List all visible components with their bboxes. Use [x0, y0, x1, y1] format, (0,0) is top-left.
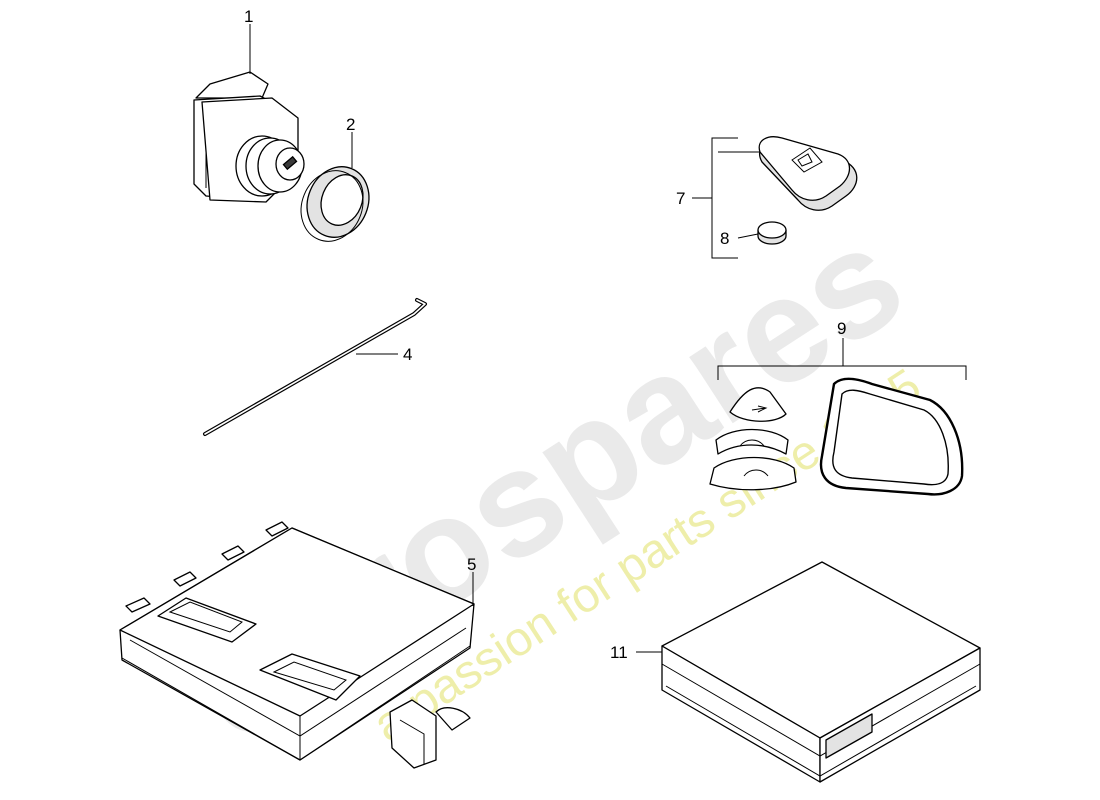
callout-11: 11	[610, 643, 628, 662]
part-1-lock-housing[interactable]	[193, 71, 305, 203]
part-9-button-set[interactable]	[709, 377, 964, 496]
leader-lines	[249, 24, 967, 653]
part-2-seal-ring[interactable]	[291, 157, 380, 250]
callout-7: 7	[676, 189, 685, 208]
part-8-battery[interactable]	[757, 221, 787, 245]
callout-5: 5	[467, 555, 476, 574]
callout-8: 8	[720, 229, 729, 248]
part-4-rod[interactable]	[203, 298, 427, 436]
callout-9: 9	[837, 319, 846, 338]
callout-1: 1	[244, 7, 253, 26]
callout-2: 2	[346, 115, 355, 134]
callout-numbers: 1 2 4 5 7 8 9 11	[244, 7, 846, 662]
part-5-control-module[interactable]	[119, 521, 475, 769]
callout-4: 4	[403, 345, 412, 364]
part-11-box[interactable]	[661, 561, 981, 783]
part-7-key-shell[interactable]	[758, 136, 858, 211]
